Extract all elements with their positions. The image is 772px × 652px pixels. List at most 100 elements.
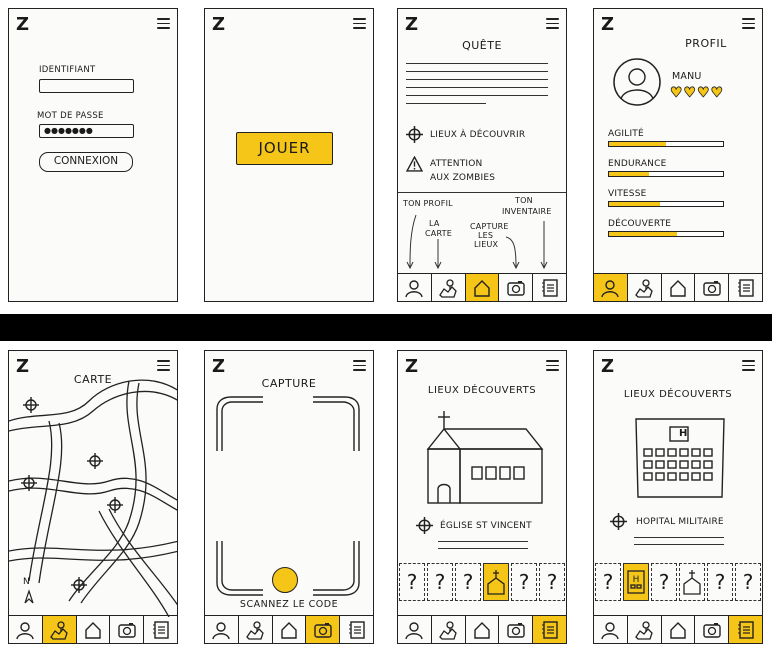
app-logo: Z <box>601 14 615 35</box>
quest-item-places: LIEUX À DÉCOUVRIR <box>430 130 526 140</box>
page-title: LIEUX DÉCOUVERTS <box>623 389 733 400</box>
unknown-slot[interactable]: ? <box>455 563 481 601</box>
hamburger-menu-icon[interactable] <box>742 360 755 371</box>
tab-map[interactable] <box>432 616 466 643</box>
map-canvas[interactable] <box>9 351 178 617</box>
identifiant-input[interactable] <box>39 79 134 93</box>
text-line <box>406 87 548 89</box>
bottom-nav <box>398 615 566 643</box>
hospital-sign: H <box>679 428 688 439</box>
tab-inventory[interactable] <box>533 274 566 301</box>
stat-bar <box>608 171 724 177</box>
unknown-slot[interactable]: ? <box>651 563 677 601</box>
tab-home[interactable] <box>273 616 307 643</box>
tab-inventory[interactable] <box>533 616 566 643</box>
tab-inventory[interactable] <box>729 616 762 643</box>
church-icon <box>683 570 701 595</box>
map-icon <box>635 620 653 640</box>
bottom-nav <box>205 615 373 643</box>
tab-inventory[interactable] <box>340 616 373 643</box>
tab-capture[interactable] <box>110 616 145 643</box>
warning-icon <box>406 156 423 172</box>
tab-home[interactable] <box>662 274 696 301</box>
stat-bar-fill <box>609 202 661 206</box>
page-title: CAPTURE <box>261 377 317 390</box>
screen-capture: Z CAPTURE SCANNEZ LE CODE <box>204 350 374 644</box>
home-icon <box>670 621 686 639</box>
unknown-slot[interactable]: ? <box>399 563 425 601</box>
profile-icon <box>212 621 231 640</box>
quest-item-warning-line1: ATTENTION <box>430 159 483 169</box>
tab-profile[interactable] <box>594 616 628 643</box>
tab-home[interactable] <box>662 616 696 643</box>
tab-map[interactable] <box>628 274 662 301</box>
capture-shutter-button[interactable] <box>272 567 298 593</box>
hamburger-menu-icon[interactable] <box>157 360 170 371</box>
scan-instruction: SCANNEZ LE CODE <box>239 599 339 610</box>
screen-map: Z CARTE N <box>8 350 178 644</box>
hamburger-menu-icon[interactable] <box>353 360 366 371</box>
tab-capture[interactable] <box>695 274 730 301</box>
connexion-button[interactable]: CONNEXION <box>39 152 133 172</box>
tab-home[interactable] <box>465 274 500 301</box>
target-icon <box>416 517 433 534</box>
lives-hearts: ♥♥♥♥ <box>670 85 725 102</box>
screen-places-church: Z LIEUX DÉCOUVERTS ÉGLISE ST VINCENT ???… <box>397 350 567 644</box>
app-logo: Z <box>405 14 419 35</box>
tab-profile[interactable] <box>205 616 239 643</box>
hamburger-menu-icon[interactable] <box>353 18 366 29</box>
tab-map[interactable] <box>628 616 662 643</box>
tab-map[interactable] <box>432 274 466 301</box>
map-icon <box>50 620 68 640</box>
inventory-icon <box>540 278 558 297</box>
scan-frame <box>216 396 360 596</box>
app-logo: Z <box>212 356 226 377</box>
tab-home[interactable] <box>466 616 500 643</box>
tab-profile[interactable] <box>398 274 432 301</box>
tab-inventory[interactable] <box>729 274 762 301</box>
text-line <box>406 95 548 97</box>
screen-quest: Z QUÊTE LIEUX À DÉCOUVRIR ATTENTION AUX … <box>397 8 567 302</box>
hospital-icon: H <box>627 570 645 594</box>
tab-profile[interactable] <box>594 274 628 301</box>
app-logo: Z <box>16 356 30 377</box>
hamburger-menu-icon[interactable] <box>742 18 755 29</box>
tab-home[interactable] <box>77 616 111 643</box>
tab-map[interactable] <box>42 616 77 643</box>
hamburger-menu-icon[interactable] <box>546 18 559 29</box>
hamburger-menu-icon[interactable] <box>546 360 559 371</box>
hamburger-menu-icon[interactable] <box>157 18 170 29</box>
tab-inventory[interactable] <box>144 616 177 643</box>
unknown-slot[interactable]: ? <box>707 563 733 601</box>
tab-profile[interactable] <box>9 616 43 643</box>
church-slot[interactable] <box>679 563 705 601</box>
password-input[interactable]: ●●●●●●● <box>39 124 134 138</box>
unknown-slot[interactable]: ? <box>427 563 453 601</box>
stat-bar <box>608 141 724 147</box>
tab-capture[interactable] <box>695 616 730 643</box>
avatar <box>613 58 661 106</box>
unknown-slot[interactable]: ? <box>735 563 761 601</box>
page-title: LIEUX DÉCOUVERTS <box>427 385 537 396</box>
home-icon <box>474 621 490 639</box>
tab-profile[interactable] <box>398 616 432 643</box>
inventory-icon <box>540 620 558 639</box>
unknown-slot[interactable]: ? <box>539 563 565 601</box>
tab-capture[interactable] <box>499 274 534 301</box>
annotation-inventaire-1: TON <box>515 196 533 205</box>
tab-capture[interactable] <box>499 616 534 643</box>
hospital-slot[interactable]: H <box>623 563 649 601</box>
unknown-slot[interactable]: ? <box>595 563 621 601</box>
stat-label: AGILITÉ <box>608 129 644 139</box>
map-icon <box>246 620 264 640</box>
jouer-button[interactable]: JOUER <box>236 132 333 165</box>
home-icon <box>670 279 686 297</box>
tab-map[interactable] <box>239 616 273 643</box>
app-logo: Z <box>16 14 30 35</box>
tab-capture[interactable] <box>306 616 341 643</box>
text-line <box>406 63 548 65</box>
camera-icon <box>507 621 525 638</box>
church-slot[interactable] <box>483 563 509 601</box>
unknown-slot[interactable]: ? <box>511 563 537 601</box>
